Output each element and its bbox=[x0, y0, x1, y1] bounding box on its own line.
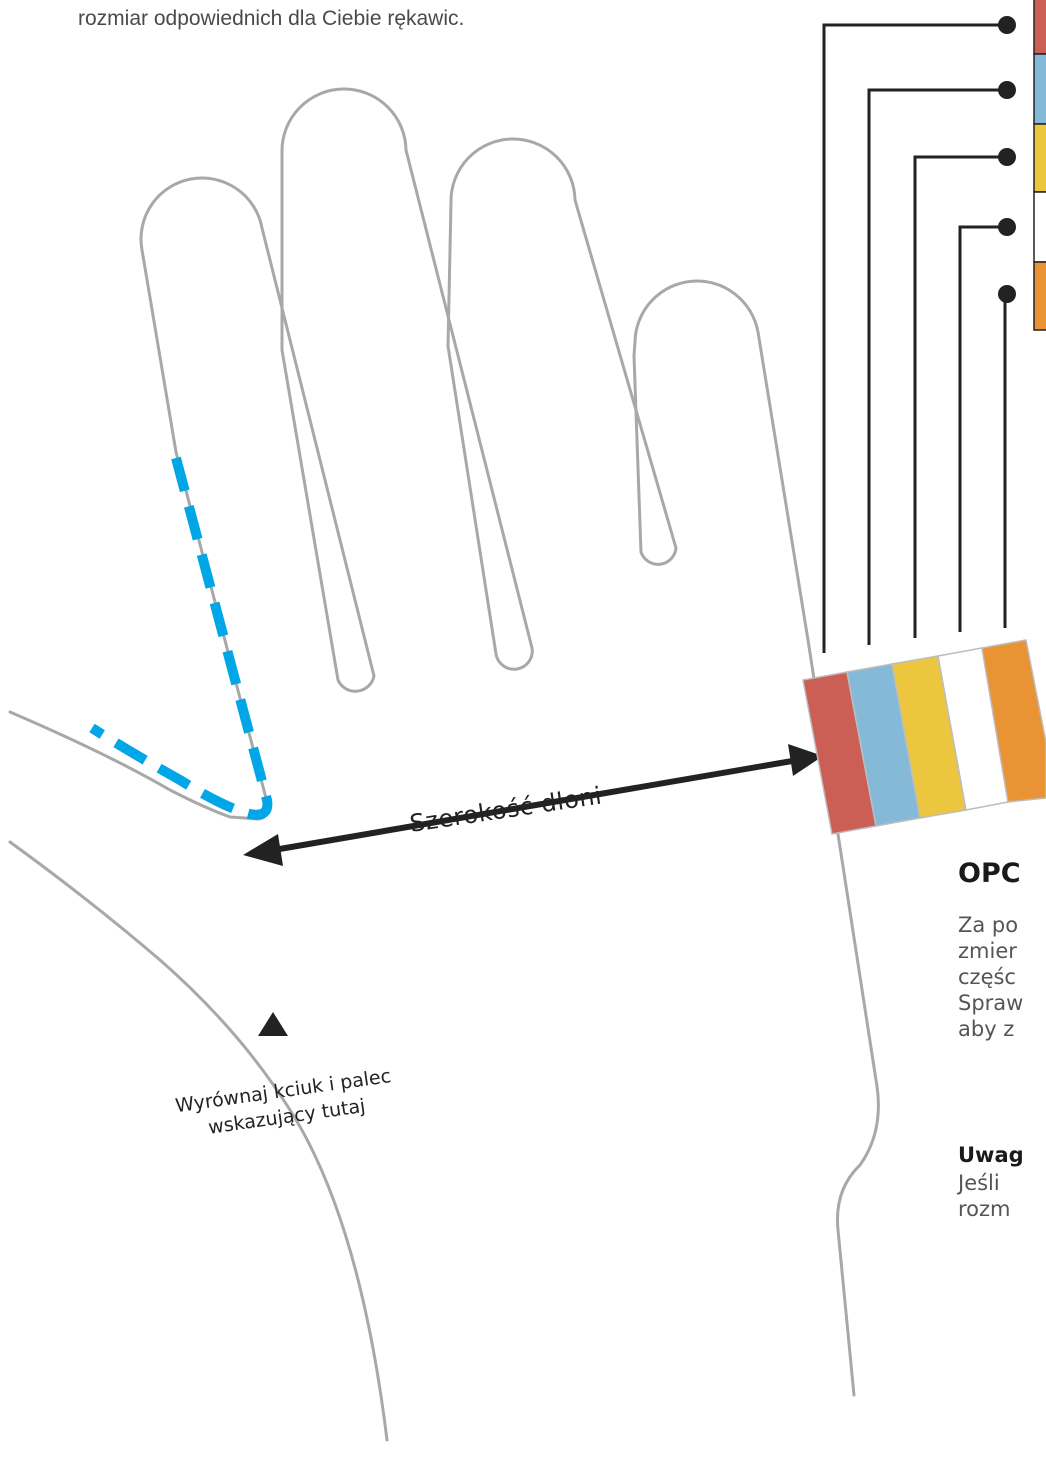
note-line: rozm bbox=[958, 1196, 1011, 1222]
legend-dot-white bbox=[998, 218, 1016, 236]
size-section-line: częśc bbox=[958, 964, 1023, 990]
legend-swatch-blue bbox=[1034, 54, 1046, 124]
size-color-strip bbox=[803, 640, 1046, 834]
note-line: Jeśli bbox=[958, 1170, 1011, 1196]
legend-dot-yellow bbox=[998, 148, 1016, 166]
palm-width-arrow-left-head bbox=[243, 834, 283, 866]
size-section-heading: OPC bbox=[958, 858, 1021, 889]
align-marker-triangle bbox=[258, 1012, 288, 1036]
little-finger-and-palm-edge bbox=[634, 281, 878, 1395]
legend-swatch-orange bbox=[1034, 262, 1046, 330]
legend-swatch-white bbox=[1034, 192, 1046, 262]
index-outer-edge bbox=[10, 452, 268, 819]
note-heading: Uwag bbox=[958, 1143, 1024, 1167]
legend-swatch-yellow bbox=[1034, 124, 1046, 192]
size-section-line: zmier bbox=[958, 938, 1023, 964]
note-body: Jeśli rozm bbox=[958, 1170, 1011, 1222]
size-section-line: Za po bbox=[958, 912, 1023, 938]
legend-swatches bbox=[1034, 0, 1046, 330]
legend-dot-blue bbox=[998, 81, 1016, 99]
legend-dot-red bbox=[998, 16, 1016, 34]
size-section-line: aby z bbox=[958, 1016, 1023, 1042]
size-section-body: Za po zmier częśc Spraw aby z bbox=[958, 912, 1023, 1042]
legend-swatch-red bbox=[1034, 0, 1046, 54]
connector-white bbox=[960, 227, 1007, 632]
middle-finger-outline bbox=[282, 89, 532, 669]
legend-connectors bbox=[824, 25, 1007, 653]
index-finger-outline bbox=[141, 178, 374, 691]
connector-blue bbox=[869, 90, 1007, 645]
hand-outline bbox=[10, 89, 878, 1440]
intro-text: rozmiar odpowiednich dla Ciebie rękawic. bbox=[78, 7, 464, 31]
ring-finger-outline bbox=[448, 139, 676, 564]
legend-dots bbox=[998, 16, 1016, 303]
size-section-line: Spraw bbox=[958, 990, 1023, 1016]
legend-dot-orange bbox=[998, 285, 1016, 303]
